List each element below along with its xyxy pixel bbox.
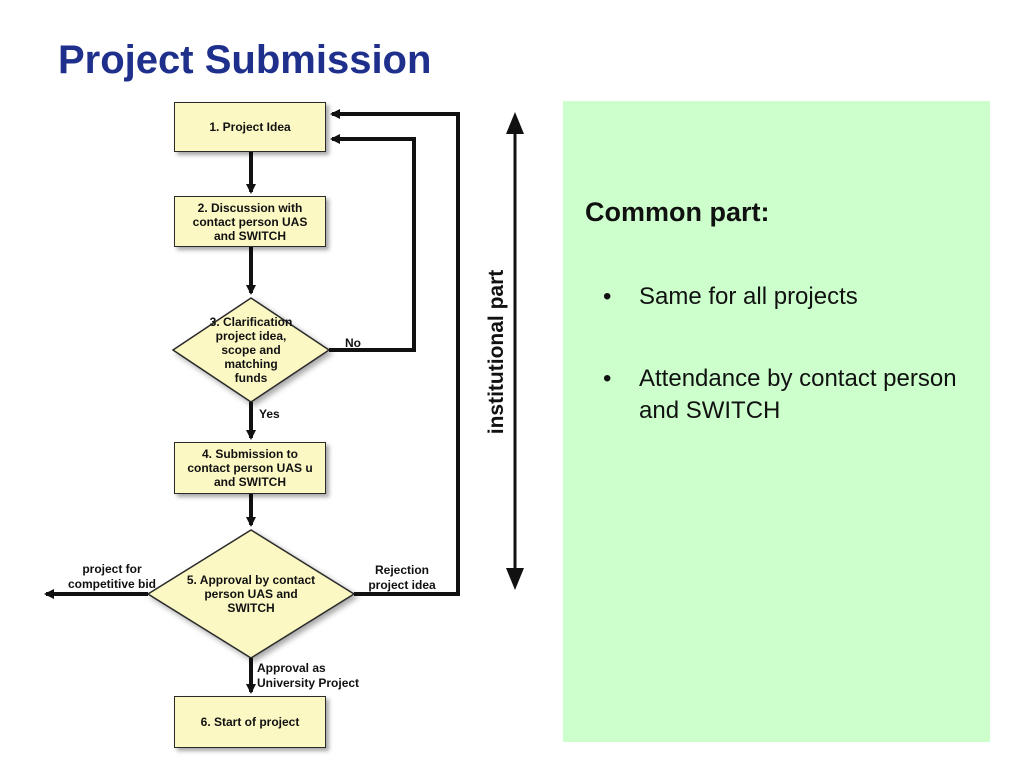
step-5-approval-label: 5. Approval by contact person UAS and SW… [186, 573, 316, 615]
arrow-rejection-loop [330, 109, 460, 596]
step-3-clarification-label: 3. Clarification project idea, scope and… [209, 315, 293, 385]
institutional-part-label: institutional part [485, 269, 508, 435]
panel-heading: Common part: [585, 197, 770, 227]
panel-bullet-list: • Same for all projects • Attendance by … [603, 281, 963, 477]
edge-label-yes: Yes [259, 407, 280, 421]
step-1-project-idea: 1. Project Idea [174, 102, 326, 152]
bullet-item: • Attendance by contact person and SWITC… [603, 363, 963, 427]
edge-label-no: No [345, 336, 361, 350]
institutional-arrow-bottom [506, 568, 524, 590]
edge-label-rejection: Rejection project idea [368, 563, 436, 592]
step-2-discussion: 2. Discussion with contact person UAS an… [174, 196, 326, 247]
bullet-dot: • [603, 283, 612, 310]
bullet-dot: • [603, 365, 612, 392]
bullet-item: • Same for all projects [603, 281, 963, 313]
step-6-start-of-project: 6. Start of project [174, 696, 326, 748]
bullet-text: Attendance by contact person and SWITCH [639, 365, 957, 424]
institutional-arrow-top [506, 112, 524, 134]
arrow-no-loop [329, 134, 416, 352]
common-part-panel: Common part: • Same for all projects • A… [563, 101, 990, 742]
edge-label-approval: Approval as University Project [257, 661, 360, 690]
bullet-text: Same for all projects [639, 283, 858, 310]
slide-title: Project Submission [58, 38, 432, 82]
step-4-submission: 4. Submission to contact person UAS u an… [174, 442, 326, 494]
edge-label-competitive-bid: project for competitive bid [67, 562, 156, 591]
